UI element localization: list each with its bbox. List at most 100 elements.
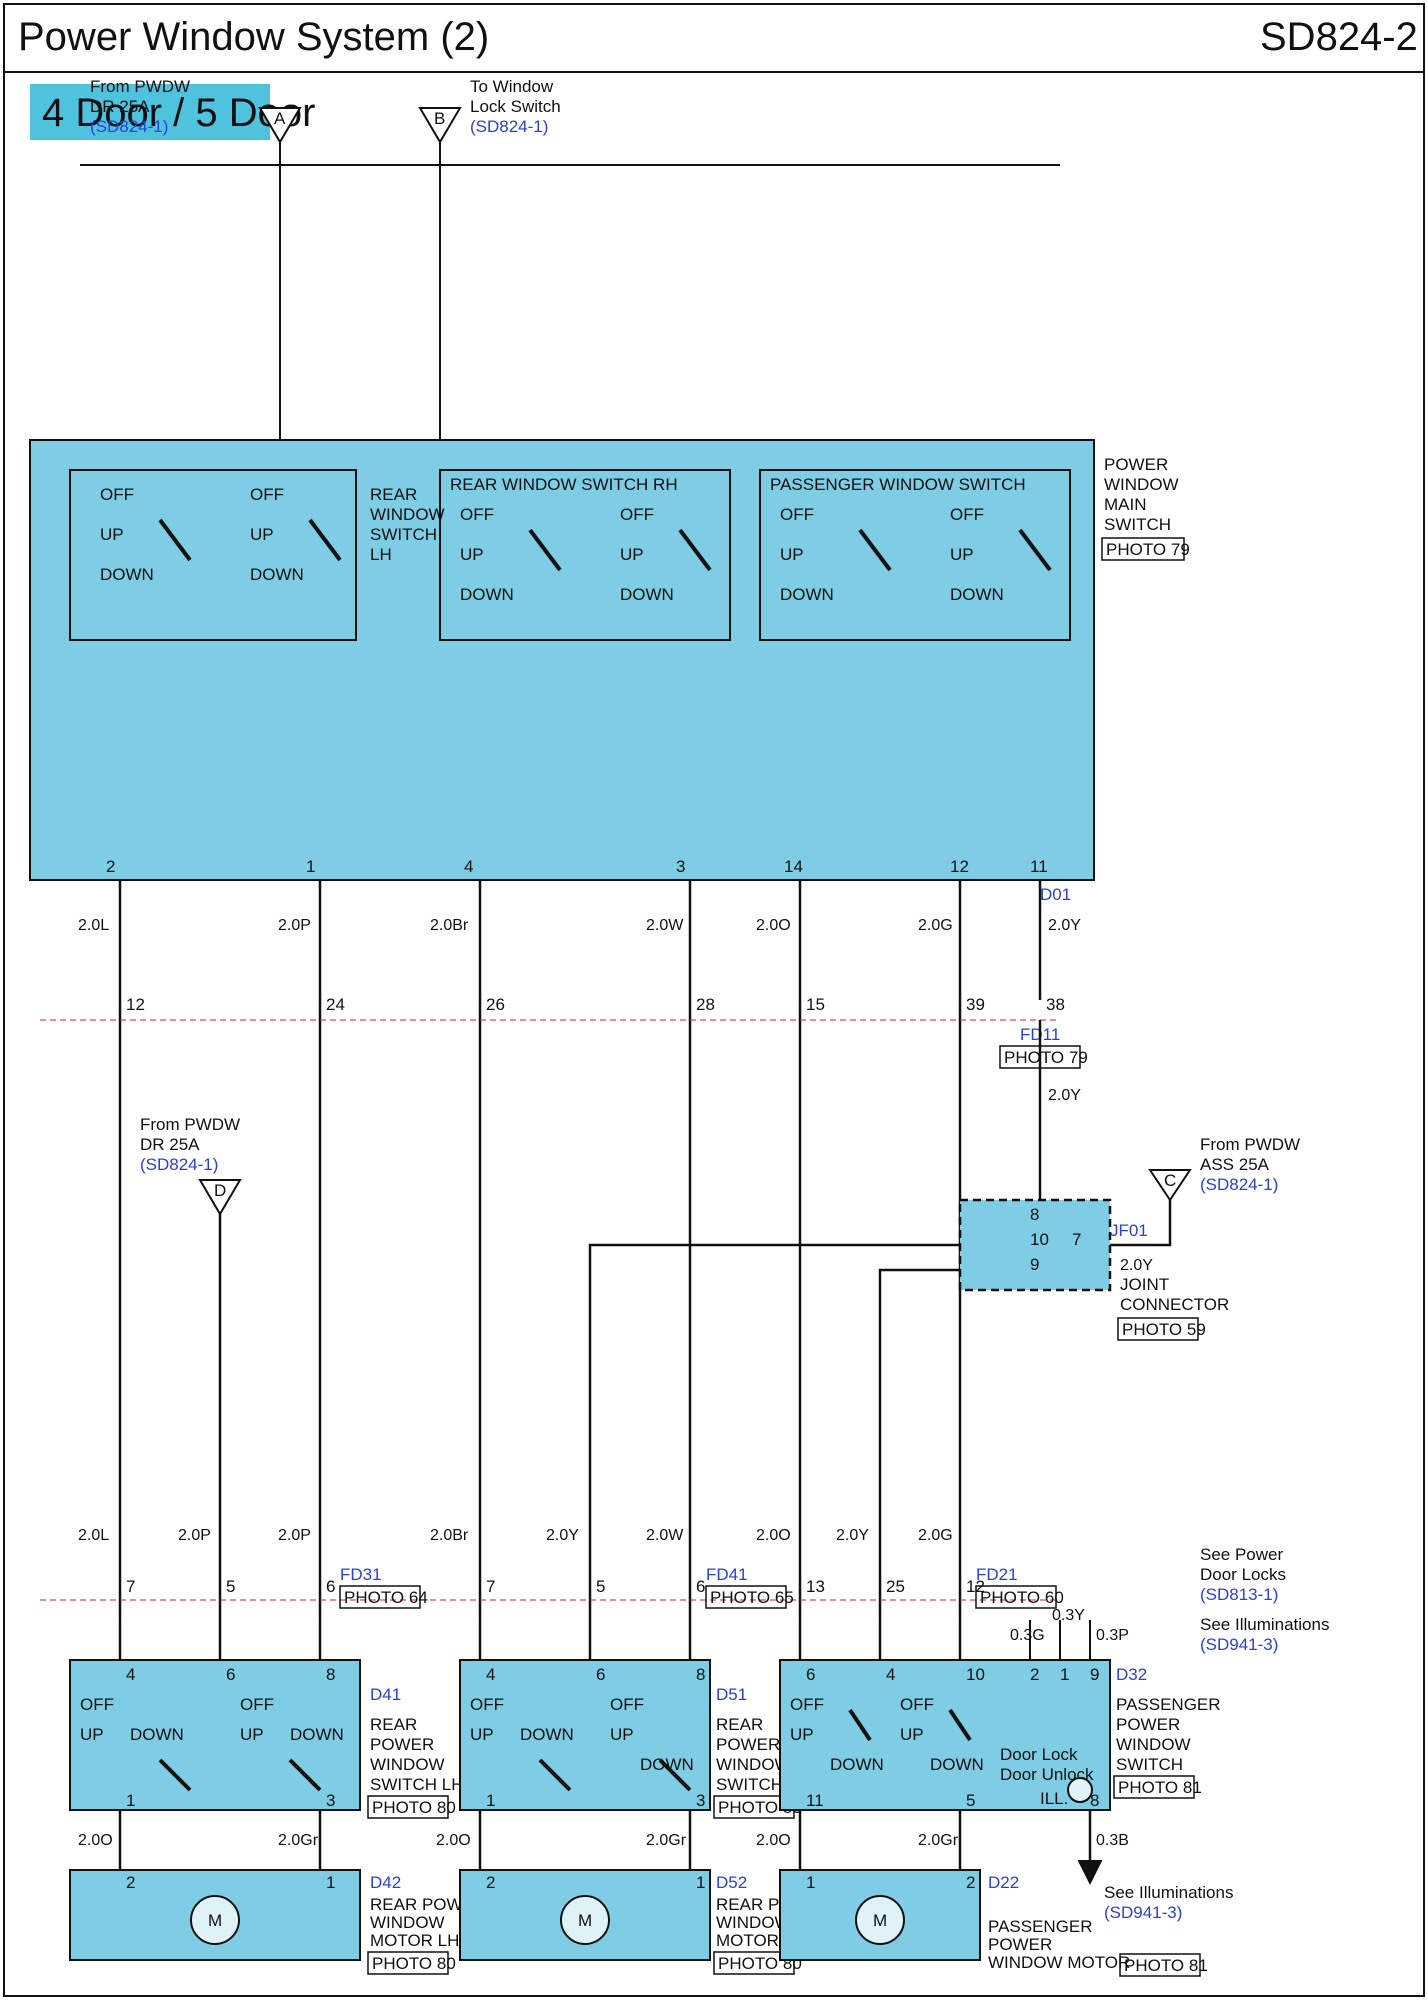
joint-pin-1: 8 <box>1030 1205 1039 1224</box>
rear-rh-motor-m: M <box>578 1911 592 1930</box>
fd41-photo-box <box>705 1585 787 1609</box>
page-code: SD824-2 <box>1260 15 1418 59</box>
main-rear-rh-up-1: UP <box>460 545 484 564</box>
ps-up-1: UP <box>790 1725 814 1744</box>
ps-see-ill-top: See Illuminations <box>1200 1615 1329 1634</box>
fd-door-pin-ps-2: 25 <box>886 1577 905 1596</box>
rear-rh-switch <box>459 1659 711 1811</box>
main-passenger-up-1: UP <box>780 545 804 564</box>
wire-main-rh-1: 2.0Br <box>430 917 469 934</box>
rear-lh-switch-photo-box <box>367 1795 449 1819</box>
main-rear-rh-down-1: DOWN <box>460 585 514 604</box>
ps-contact-1 <box>848 1708 872 1742</box>
ps-pin-body-5: 1 <box>1060 1665 1069 1684</box>
wire-joint-in: 2.0Y <box>1120 1257 1153 1274</box>
ps-switch-line-1: PASSENGER <box>1116 1695 1221 1714</box>
main-passenger-down-2: DOWN <box>950 585 1004 604</box>
rear-lh-motor-symbol <box>190 1895 240 1945</box>
main-rear-lh-off-2: OFF <box>250 485 284 504</box>
ps-switch-line-4: SWITCH <box>1116 1755 1183 1774</box>
rear-lh-motor-pin-2: 1 <box>326 1873 335 1892</box>
fd-main-pin-ps-1: 15 <box>806 995 825 1014</box>
source-d-fuse: DR 25A <box>140 1135 200 1154</box>
rear-lh-switch-photo: PHOTO 80 <box>372 1798 456 1817</box>
fd41-photo: PHOTO 65 <box>710 1588 794 1607</box>
rear-rh-pin-body-1: 4 <box>486 1665 495 1684</box>
fd21-photo-box <box>975 1585 1057 1609</box>
rear-rh-contact-1 <box>538 1758 572 1792</box>
ps-pin-motor-2: 5 <box>966 1791 975 1810</box>
rear-lh-switch <box>69 1659 361 1811</box>
ps-motor-line-1: PASSENGER <box>988 1917 1093 1936</box>
wire-ps-body-3: 2.0G <box>918 1527 953 1544</box>
fd-main-pin-rh-2: 28 <box>696 995 715 1014</box>
joint-feed-ps <box>878 1268 960 1620</box>
wire-rh-body-1: 2.0Br <box>430 1527 469 1544</box>
page-border <box>3 3 1425 1997</box>
rear-rh-motor-pin-1: 2 <box>486 1873 495 1892</box>
rear-lh-off-2: OFF <box>240 1695 274 1714</box>
ps-illumination-lamp <box>1067 1777 1093 1803</box>
rear-rh-down-1: DOWN <box>520 1725 574 1744</box>
main-switch-line-4: SWITCH <box>1104 515 1171 534</box>
source-b-fuse: Lock Switch <box>470 97 561 116</box>
main-passenger-contact-1 <box>858 528 892 572</box>
ps-down-2: DOWN <box>930 1755 984 1774</box>
ps-motor-pin-2: 2 <box>966 1873 975 1892</box>
joint-photo-box <box>1117 1317 1199 1341</box>
rear-lh-down-1: DOWN <box>130 1725 184 1744</box>
source-c-marker <box>1148 1169 1192 1202</box>
ps-motor-photo: PHOTO 81 <box>1124 1956 1208 1975</box>
rear-rh-switch-line-2: POWER <box>716 1735 780 1754</box>
wire-lh-motor-1: 2.0O <box>78 1832 113 1849</box>
main-rear-rh-title: REAR WINDOW SWITCH RH <box>450 475 678 494</box>
main-rear-rh-contact-2 <box>678 528 712 572</box>
fd-main-pin-rh-1: 26 <box>486 995 505 1014</box>
wire-main-lh-1: 2.0L <box>78 917 109 934</box>
rear-lh-up-2: UP <box>240 1725 264 1744</box>
source-c-ref: (SD824-1) <box>1200 1175 1278 1194</box>
fd31-photo-box <box>339 1585 421 1609</box>
rear-rh-pin-motor-2: 3 <box>696 1791 705 1810</box>
wire-main-ps-1: 2.0O <box>756 917 791 934</box>
source-a-letter: A <box>274 109 286 128</box>
main-passenger-contact-2 <box>1018 528 1052 572</box>
main-harness-wires <box>118 880 1042 1620</box>
main-pin-rh-1: 4 <box>464 857 473 876</box>
source-d-from: From PWDW <box>140 1115 240 1134</box>
fd-door-pin-rh-3: 6 <box>696 1577 705 1596</box>
fd-door-pin-ps-1: 13 <box>806 1577 825 1596</box>
wire-ps-motor-1: 2.0O <box>756 1832 791 1849</box>
fd-main-pin-ps-2: 39 <box>966 995 985 1014</box>
joint-pin-3: 9 <box>1030 1255 1039 1274</box>
rear-lh-down-2: DOWN <box>290 1725 344 1744</box>
source-b-ref: (SD824-1) <box>470 117 548 136</box>
main-pin-lh-1: 2 <box>106 857 115 876</box>
rear-lh-pin-body-1: 4 <box>126 1665 135 1684</box>
door-banner <box>30 84 270 140</box>
main-rear-rh-off-1: OFF <box>460 505 494 524</box>
ps-motor-symbol <box>855 1895 905 1945</box>
main-passenger-off-2: OFF <box>950 505 984 524</box>
wire-lh-body-1: 2.0L <box>78 1527 109 1544</box>
wire-ps-motor-2: 2.0Gr <box>918 1832 959 1849</box>
main-rear-lh-down-1: DOWN <box>100 565 154 584</box>
main-rear-lh-switch <box>69 469 357 641</box>
fd-door-pin-lh-2: 5 <box>226 1577 235 1596</box>
source-b-marker <box>418 107 462 144</box>
rear-rh-conn-motor: D52 <box>716 1873 747 1892</box>
main-passenger-switch <box>759 469 1071 641</box>
rear-rh-motor-photo-box <box>713 1951 795 1975</box>
rear-lh-pin-body-3: 8 <box>326 1665 335 1684</box>
rear-lh-switch-line-1: REAR <box>370 1715 417 1734</box>
ps-see-ill-bottom-ref: (SD941-3) <box>1104 1903 1182 1922</box>
rear-rh-motor-pin-2: 1 <box>696 1873 705 1892</box>
rear-rh-contact-2 <box>658 1758 692 1792</box>
wire-ps-body-2: 2.0Y <box>836 1527 869 1544</box>
main-passenger-up-2: UP <box>950 545 974 564</box>
ps-ill-label: ILL. <box>1040 1789 1068 1808</box>
joint-pin-2: 10 <box>1030 1230 1049 1249</box>
ps-motor-photo-box <box>1119 1953 1201 1977</box>
ps-pin-body-1: 6 <box>806 1665 815 1684</box>
fd-door-pin-lh-3: 6 <box>326 1577 335 1596</box>
